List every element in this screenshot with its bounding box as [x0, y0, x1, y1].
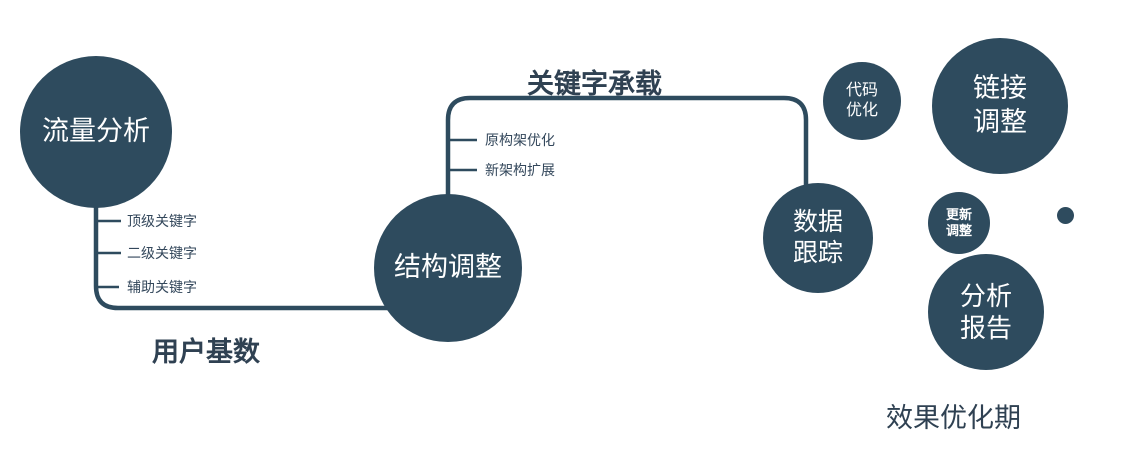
branch-label-new-architecture: 新架构扩展	[485, 162, 555, 178]
footer-label-effect-optimization: 效果优化期	[886, 403, 1021, 433]
node-link-adjustment-line2: 调整	[973, 107, 1027, 137]
node-data-tracking: 数据 跟踪	[763, 183, 873, 293]
node-update-adjustment: 更新 调整	[928, 192, 990, 254]
node-update-adjustment-line2: 调整	[945, 223, 972, 238]
branch-label-auxiliary-keyword: 辅助关键字	[127, 279, 197, 295]
node-structure-adjustment-label: 结构调整	[394, 252, 502, 283]
connector-structure-to-datatracking	[445, 95, 809, 210]
node-link-adjustment: 链接 调整	[932, 38, 1068, 174]
branch-label-secondary-keyword: 二级关键字	[127, 245, 197, 261]
node-traffic-analysis-label: 流量分析	[42, 116, 150, 147]
node-small-dot	[1057, 207, 1074, 224]
node-data-tracking-line2: 跟踪	[792, 239, 843, 267]
node-code-optimization-line1: 代码	[845, 82, 878, 99]
branch-label-original-architecture: 原构架优化	[485, 132, 555, 148]
edge-label-user-base: 用户基数	[152, 337, 260, 367]
node-update-adjustment-line1: 更新	[945, 206, 972, 222]
node-analysis-report: 分析 报告	[928, 254, 1044, 370]
node-traffic-analysis: 流量分析	[20, 56, 172, 208]
branch-label-top-keyword: 顶级关键字	[127, 213, 197, 229]
node-analysis-report-line2: 报告	[959, 313, 1012, 343]
node-structure-adjustment: 结构调整	[374, 194, 522, 342]
node-link-adjustment-line1: 链接	[973, 73, 1027, 104]
edge-label-keyword-carrying: 关键字承载	[527, 69, 662, 99]
node-code-optimization: 代码 优化	[823, 62, 901, 140]
node-code-optimization-line2: 优化	[845, 102, 878, 119]
node-data-tracking-line1: 数据	[792, 207, 843, 236]
node-analysis-report-line1: 分析	[959, 280, 1012, 311]
